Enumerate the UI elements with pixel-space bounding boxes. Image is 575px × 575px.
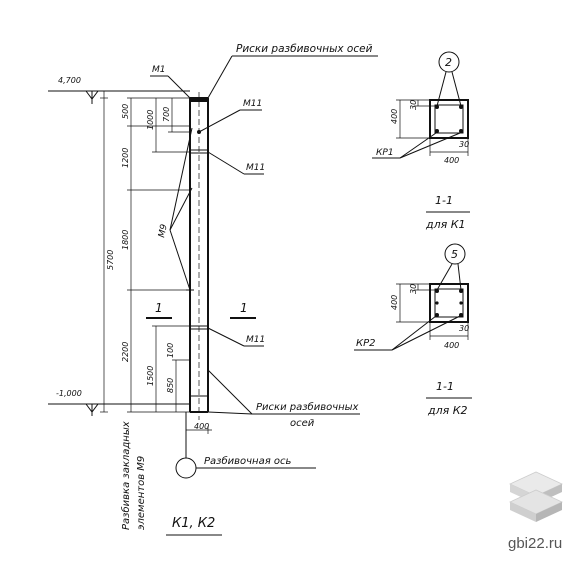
axis-circle <box>175 457 197 479</box>
sec-k2-sub: для К2 <box>427 404 468 417</box>
dimension-chains: 5700 500 1200 1800 2200 1000 700 1500 85… <box>100 91 190 413</box>
s1-dim-400h: 400 <box>444 156 459 165</box>
s1-dim-30h: 30 <box>459 140 469 149</box>
label-axis: Разбивочная ось <box>204 455 292 467</box>
note-razbivka-1: Разбивка закладных <box>120 421 132 530</box>
callout-circle-2 <box>438 51 460 73</box>
dim-500: 500 <box>121 104 130 119</box>
dim-1200: 1200 <box>121 148 130 168</box>
sec-k1-sub: для К1 <box>425 218 466 231</box>
dim-100: 100 <box>166 343 175 358</box>
dim-total: 5700 <box>106 250 115 270</box>
s2-dim-30v: 30 <box>409 284 418 294</box>
label-kp2: КР2 <box>356 338 376 349</box>
watermark-logo <box>509 471 563 522</box>
dim-1000: 1000 <box>146 110 155 130</box>
section-k2: 5 400 30 30 400 КР2 1-1 для К2 <box>354 243 472 417</box>
callout-circle-5 <box>444 243 466 265</box>
dim-2200: 2200 <box>121 342 130 362</box>
level-bottom: -1,000 <box>56 389 82 398</box>
plate-m1 <box>190 98 208 102</box>
dim-700: 700 <box>162 107 171 122</box>
label-m11-c: М11 <box>246 335 265 345</box>
level-marks: 4,700 -1,000 <box>48 76 190 416</box>
section-1-left: 1 <box>155 301 163 315</box>
level-top: 4,700 <box>58 76 81 85</box>
watermark-text: gbi22.ru <box>508 535 563 552</box>
s2-dim-400v: 400 <box>390 295 399 310</box>
section-k1: 2 400 30 30 400 КР1 1-1 для К1 <box>372 51 470 231</box>
label-kp1: КР1 <box>376 148 394 158</box>
s2-dim-30h: 30 <box>459 324 469 333</box>
caption-main: К1, К2 <box>172 516 215 531</box>
label-m1: М1 <box>152 65 166 75</box>
s1-dim-30v: 30 <box>409 100 418 110</box>
label-m9: М9 <box>157 223 170 239</box>
dim-1500: 1500 <box>146 366 155 386</box>
callouts: Риски разбивочных осей М1 М11 М11 М11 М9… <box>150 43 378 469</box>
section-markers: 1 1 <box>146 301 256 319</box>
note-razbivka-2: элементов М9 <box>136 456 147 530</box>
sec-k1-title: 1-1 <box>435 194 453 207</box>
label-m11-b: М11 <box>246 163 265 173</box>
label-risk-bottom-2: осей <box>290 418 315 429</box>
sec-k2-title: 1-1 <box>436 380 454 393</box>
label-m11-a: М11 <box>243 99 262 109</box>
circle-2-label: 2 <box>445 56 452 69</box>
dim-850: 850 <box>166 378 175 393</box>
label-risk-top: Риски разбивочных осей <box>236 43 373 55</box>
s2-dim-400h: 400 <box>444 341 459 350</box>
circle-5-label: 5 <box>451 248 458 261</box>
section-1-right: 1 <box>240 301 248 315</box>
dim-400-col: 400 <box>194 422 209 431</box>
s1-dim-400v: 400 <box>390 109 399 124</box>
label-risk-bottom-1: Риски разбивочных <box>256 401 359 413</box>
column-elevation: 400 <box>175 92 212 479</box>
dim-1800: 1800 <box>121 230 130 250</box>
